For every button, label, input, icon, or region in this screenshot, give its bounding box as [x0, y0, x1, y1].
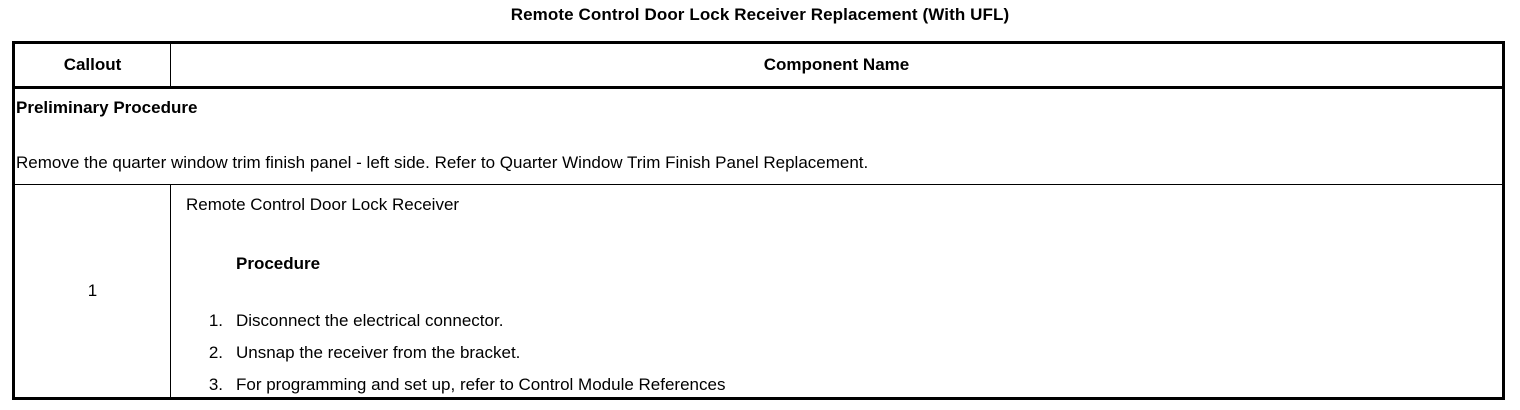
procedure-step-list: 1. Disconnect the electrical connector. …: [171, 305, 1502, 397]
list-item: 3. For programming and set up, refer to …: [171, 369, 1502, 397]
step-text: Disconnect the electrical connector.: [236, 311, 504, 330]
procedure-heading: Procedure: [236, 254, 321, 273]
column-header-callout: Callout: [63, 55, 122, 74]
component-name-text: Remote Control Door Lock Receiver: [186, 195, 460, 214]
table-row: 1 Remote Control Door Lock Receiver Proc…: [15, 185, 1502, 397]
body-column-divider: [170, 185, 171, 397]
preliminary-procedure-text: Remove the quarter window trim finish pa…: [16, 153, 869, 172]
preliminary-procedure-row: Preliminary Procedure Remove the quarter…: [15, 89, 1502, 184]
preliminary-bottom-rule: [15, 184, 1502, 185]
step-number: 3.: [208, 375, 223, 394]
component-cell: Remote Control Door Lock Receiver Proced…: [171, 185, 1502, 397]
list-item: 1. Disconnect the electrical connector.: [171, 305, 1502, 337]
preliminary-procedure-heading: Preliminary Procedure: [16, 98, 198, 117]
step-text: For programming and set up, refer to Con…: [236, 375, 726, 394]
header-bottom-rule: [15, 86, 1502, 89]
procedure-table: Callout Component Name Preliminary Proce…: [12, 41, 1505, 400]
step-number: 2.: [208, 343, 223, 362]
step-text: Unsnap the receiver from the bracket.: [236, 343, 521, 362]
callout-number: 1: [87, 281, 98, 300]
step-number: 1.: [208, 311, 223, 330]
column-header-component-name: Component Name: [763, 55, 910, 74]
header-column-divider: [170, 44, 171, 86]
list-item: 2. Unsnap the receiver from the bracket.: [171, 337, 1502, 369]
table-header-row: Callout Component Name: [15, 44, 1502, 86]
page-title: Remote Control Door Lock Receiver Replac…: [510, 5, 1010, 24]
